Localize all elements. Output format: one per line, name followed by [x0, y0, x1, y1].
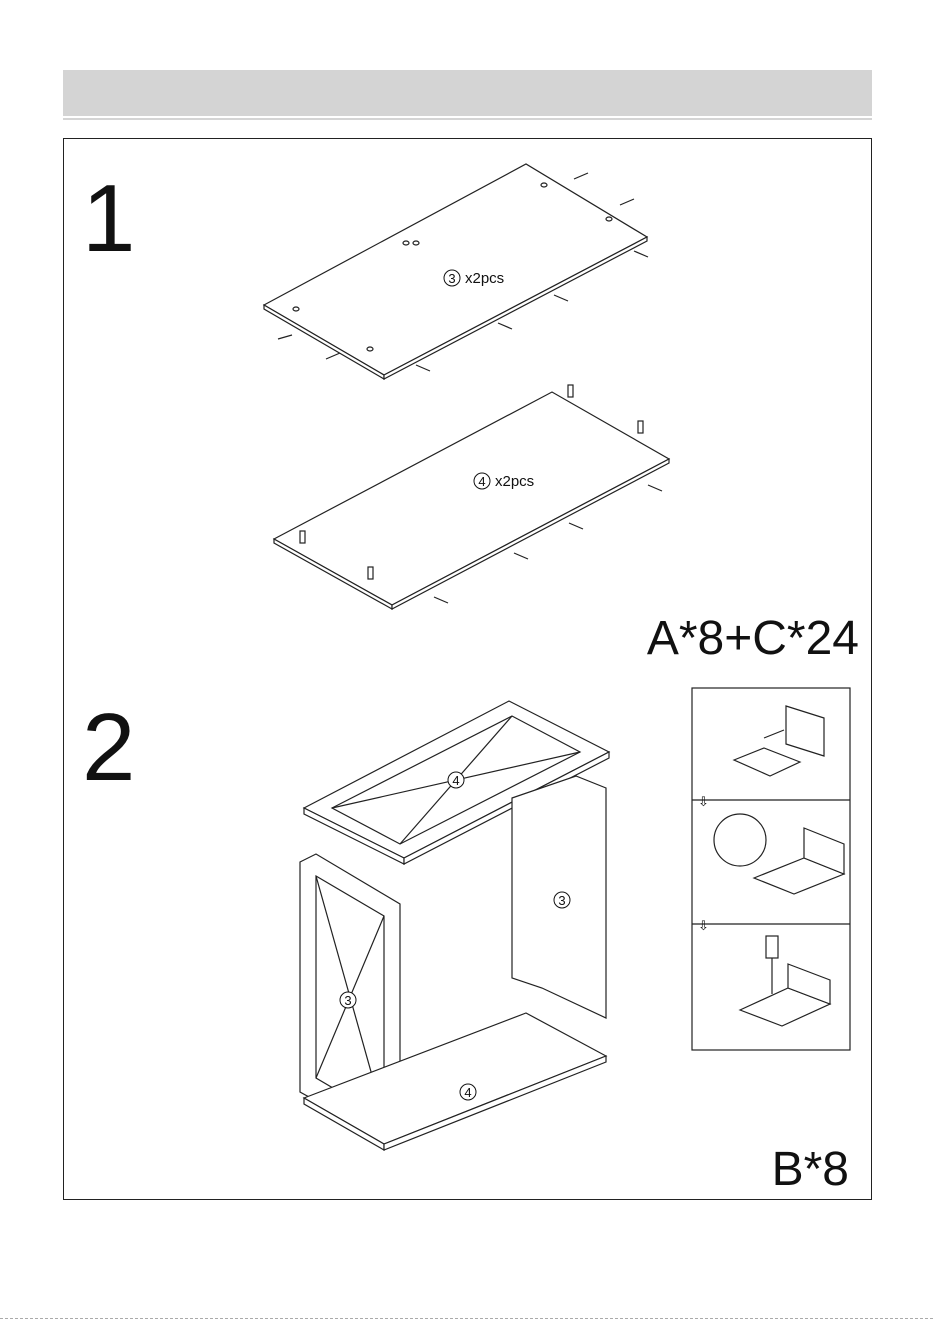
part-id: 3: [558, 893, 565, 908]
hardware-count: A*8+C*24: [647, 615, 859, 663]
header-rule: [63, 118, 872, 120]
screwdriver-icon: [766, 936, 778, 958]
cam-lock-icon: [714, 814, 766, 866]
step-2-panel: 2: [63, 668, 872, 1200]
part-4-id: 4: [478, 474, 485, 489]
arrow-down-icon: ⇩: [698, 795, 709, 810]
header-bar: [63, 70, 872, 116]
step-1-drawing: 3 x2pcs 4 x2pcs: [64, 139, 871, 669]
step-2-drawing: ⇩ ⇩ 4 3 3 4: [64, 668, 871, 1199]
part-id: 4: [464, 1085, 471, 1100]
part-3-qty: x2pcs: [465, 270, 504, 287]
step-1-panel: 1: [63, 138, 872, 670]
hardware-count: B*8: [772, 1146, 849, 1194]
part-id: 3: [344, 993, 351, 1008]
arrow-down-icon: ⇩: [698, 919, 709, 934]
part-4-qty: x2pcs: [495, 473, 534, 490]
part-3-id: 3: [448, 271, 455, 286]
footer-cut-line: [0, 1318, 933, 1319]
part-id: 4: [452, 773, 459, 788]
